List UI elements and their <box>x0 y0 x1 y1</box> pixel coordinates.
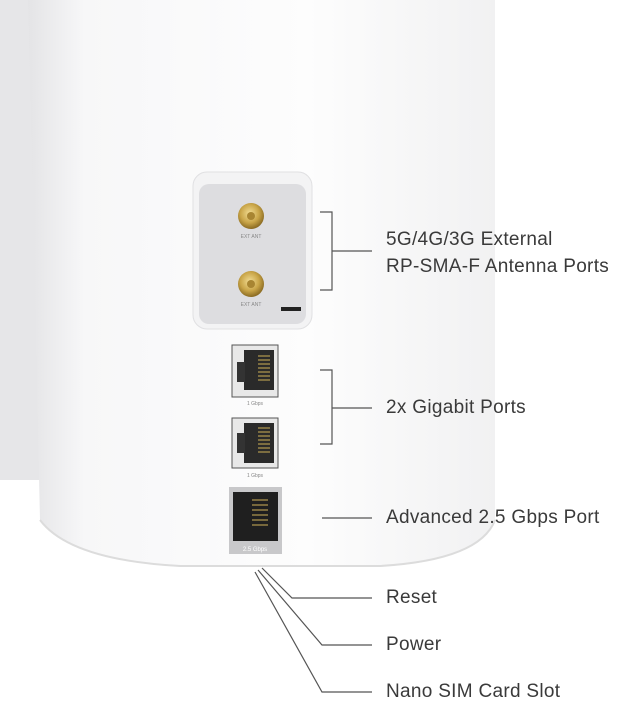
callout-sim: Nano SIM Card Slot <box>386 681 561 702</box>
port-speed-label: 2.5 Gbps <box>243 547 267 553</box>
callout-antenna-line2: RP-SMA-F Antenna Ports <box>386 256 610 277</box>
ext-ant-label: EXT ANT <box>241 302 262 308</box>
callout-power: Power <box>386 634 442 655</box>
callout-gigabit: 2x Gigabit Ports <box>386 397 526 418</box>
port-speed-label: 1 Gbps <box>247 473 264 479</box>
callout-lines <box>254 211 372 693</box>
callout-advanced: Advanced 2.5 Gbps Port <box>386 507 600 528</box>
ext-ant-label: EXT ANT <box>241 234 262 240</box>
ethernet-2-5g-port-icon <box>229 487 282 554</box>
sim-slot-icon <box>281 307 301 311</box>
callout-reset: Reset <box>386 587 438 608</box>
callout-antenna-line1: 5G/4G/3G External <box>386 229 553 250</box>
ethernet-port-icon <box>231 344 279 398</box>
ethernet-port-icon <box>231 417 279 469</box>
port-speed-label: 1 Gbps <box>247 401 264 407</box>
